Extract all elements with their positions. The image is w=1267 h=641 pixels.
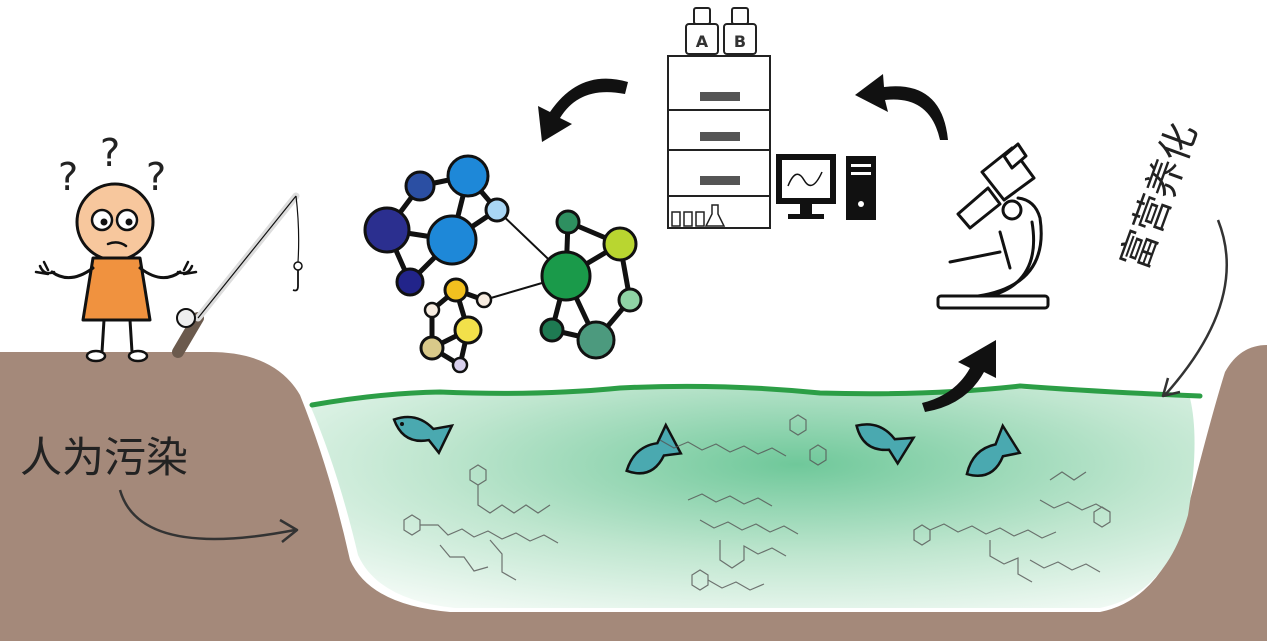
microscope-icon — [936, 142, 1050, 310]
bottle-b-label: B — [734, 32, 746, 51]
soil-bank — [0, 345, 1267, 641]
water-surface-line — [309, 383, 1203, 408]
curved-arrow-icon — [538, 78, 628, 142]
curved-arrow-icon — [118, 489, 299, 543]
person-confused-icon: ? ? ? — [34, 131, 198, 363]
question-mark-2: ? — [100, 131, 120, 175]
curved-arrow-icon — [1161, 219, 1228, 398]
fish-icon — [625, 422, 683, 475]
curved-arrow-icon — [855, 74, 948, 140]
chemical-structure — [403, 414, 1111, 591]
fish-icon — [855, 423, 916, 466]
computer-icon — [776, 154, 876, 220]
fish-icon — [392, 415, 455, 456]
human-pollution-label: 人为污染 — [20, 433, 188, 482]
question-mark-3: ? — [146, 155, 166, 199]
hplc-instrument-icon: A B — [667, 7, 771, 229]
bottle-a-label: A — [696, 32, 709, 51]
water-body — [310, 387, 1195, 608]
eutrophication-label: 富营养化 — [1112, 117, 1205, 275]
curved-arrow-icon — [922, 340, 996, 412]
fishing-rod-icon — [172, 192, 303, 358]
molecule-network-icon — [363, 154, 643, 374]
fish-icon — [965, 422, 1022, 477]
question-mark-1: ? — [58, 155, 78, 199]
